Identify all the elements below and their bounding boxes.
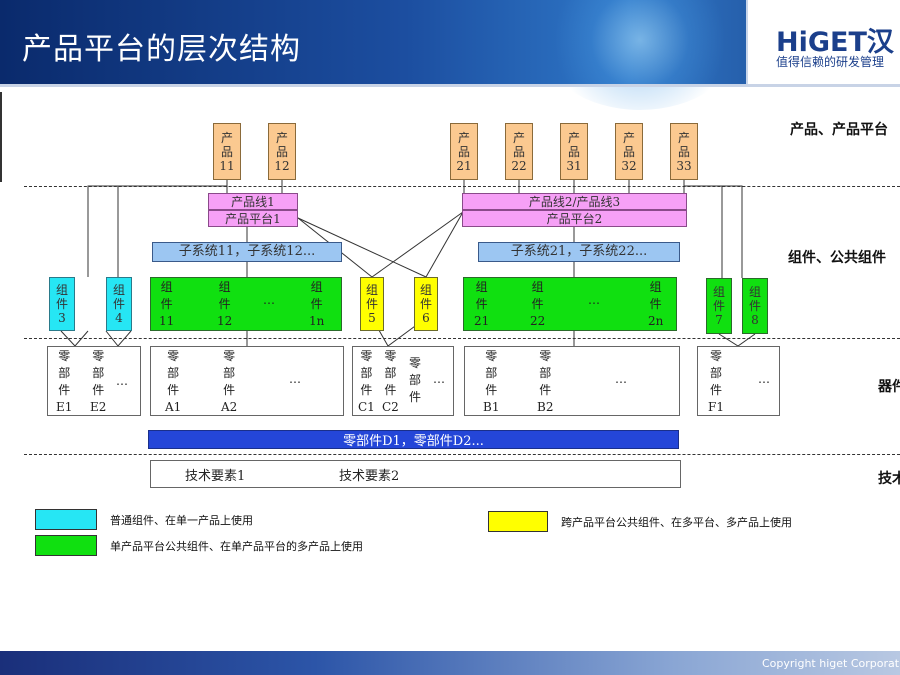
part-c3: 零部件: [409, 356, 422, 404]
ellipsis: …: [433, 372, 445, 386]
subsystem-group-1: 子系统11，子系统12...: [152, 242, 342, 262]
tech-elements-box: 技术要素1 技术要素2: [150, 460, 681, 488]
company-tagline: 值得信赖的研发管理: [776, 55, 885, 69]
shared-parts-bar: 零部件D1，零部件D2...: [148, 430, 679, 449]
legend-text-green: 单产品平台公共组件、在单产品平台的多产品上使用: [110, 540, 363, 553]
layer-label-parts: 器件: [878, 379, 900, 395]
header-glow: [540, 0, 740, 110]
header-divider: [0, 84, 900, 87]
legend-swatch-green: [35, 535, 97, 556]
logo-panel: [746, 0, 900, 84]
ellipsis: …: [615, 372, 627, 386]
product-platform-1: 产品平台1: [208, 210, 298, 227]
layer-separator-1: [24, 186, 900, 187]
product-line-2-3: 产品线2/产品线3: [462, 193, 687, 210]
page-title: 产品平台的层次结构: [22, 32, 301, 67]
ellipsis: …: [116, 374, 128, 388]
legend-swatch-cyan: [35, 509, 97, 530]
legend-text-yellow: 跨产品平台公共组件、在多平台、多产品上使用: [561, 516, 792, 529]
legend-swatch-yellow: [488, 511, 548, 532]
legend-text-cyan: 普通组件、在单一产品上使用: [110, 514, 253, 527]
ellipsis: …: [758, 372, 770, 386]
footer-bar: [0, 651, 900, 675]
subsystem-group-2: 子系统21，子系统22...: [478, 242, 680, 262]
tech-element-2: 技术要素2: [339, 469, 400, 484]
left-edge-mark: [0, 92, 2, 182]
ellipsis: …: [588, 293, 600, 307]
copyright-text: Copyright higet Corporation: [762, 657, 900, 670]
tech-element-1: 技术要素1: [185, 469, 246, 484]
company-logo: HiGET汉: [776, 27, 894, 58]
product-line-1: 产品线1: [208, 193, 298, 210]
ellipsis: …: [263, 293, 275, 307]
layer-label-component: 组件、公共组件: [788, 250, 886, 266]
ellipsis: …: [289, 372, 301, 386]
layer-separator-3: [24, 454, 900, 455]
layer-label-product: 产品、产品平台: [790, 122, 888, 138]
layer-separator-2: [24, 338, 900, 339]
layer-label-tech: 技术: [878, 471, 900, 487]
product-platform-2: 产品平台2: [462, 210, 687, 227]
